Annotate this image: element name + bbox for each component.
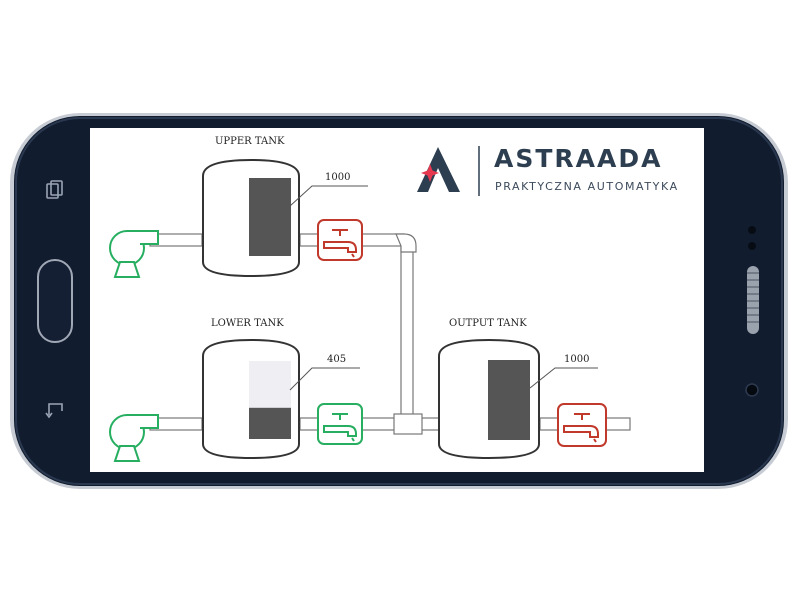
brand-name: ASTRAADA <box>494 144 663 173</box>
output-tank-title: OUTPUT TANK <box>449 318 527 329</box>
upper-valve-icon[interactable] <box>317 219 363 261</box>
output-tank-level-fill <box>488 360 530 440</box>
recent-apps-icon[interactable] <box>46 180 63 199</box>
lower-tank-level-fill <box>249 407 291 439</box>
astraada-logo-mark <box>417 147 460 192</box>
lower-pump-icon[interactable] <box>109 414 159 462</box>
back-icon[interactable] <box>45 403 63 419</box>
output-tank-level-value: 1000 <box>564 354 590 365</box>
front-camera <box>745 383 759 397</box>
output-valve-icon[interactable] <box>557 403 607 447</box>
earpiece-speaker <box>747 266 759 334</box>
brand-tagline: PRAKTYCZNA AUTOMATYKA <box>495 180 679 193</box>
lower-level-leader <box>289 367 360 391</box>
upper-tank-title: UPPER TANK <box>215 136 285 147</box>
upper-tank-level-value: 1000 <box>325 172 351 183</box>
output-level-leader <box>529 367 598 389</box>
home-button[interactable] <box>37 259 73 343</box>
upper-level-leader <box>289 185 368 207</box>
upper-tank-level-fill <box>249 178 291 256</box>
sensor-dot <box>748 242 756 250</box>
upper-pump-icon[interactable] <box>109 230 159 278</box>
sensor-dot <box>748 226 756 234</box>
lower-tank-level-value: 405 <box>327 354 347 365</box>
lower-tank-title: LOWER TANK <box>211 318 284 329</box>
lower-valve-icon[interactable] <box>317 403 363 445</box>
